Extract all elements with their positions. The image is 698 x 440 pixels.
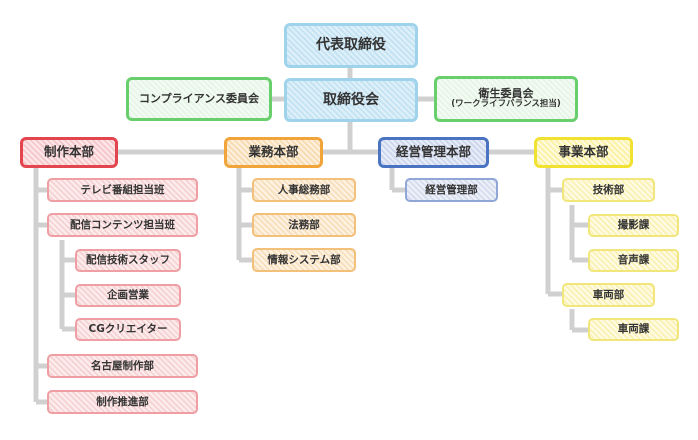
ceo-box: 代表取締役	[284, 23, 418, 68]
unit-cg-creator: CGクリエイター	[75, 318, 181, 341]
board-label: 取締役会	[323, 91, 379, 108]
dept-label: 技術部	[592, 183, 625, 196]
unit-planning-sales: 企画営業	[75, 284, 181, 307]
dept-label: テレビ番組担当班	[80, 183, 165, 196]
health-committee-box: 衛生委員会 (ワークライフバランス担当)	[434, 76, 578, 122]
dept-label: 人事総務部	[277, 183, 331, 196]
division-business-label: 業務本部	[248, 144, 299, 160]
division-business: 業務本部	[224, 137, 323, 168]
division-management-label: 経営管理本部	[395, 144, 471, 160]
dept-nagoya-production: 名古屋制作部	[47, 354, 198, 378]
dept-label: 車両部	[592, 288, 625, 301]
dept-label: 経営管理部	[425, 183, 478, 196]
dept-technology: 技術部	[562, 178, 655, 202]
dept-label: 制作推進部	[96, 395, 149, 408]
dept-label: 情報システム部	[267, 253, 341, 266]
section-label: 車両課	[617, 323, 650, 336]
dept-production-promotion: 制作推進部	[47, 390, 198, 414]
section-vehicle: 車両課	[588, 318, 679, 341]
dept-vehicle: 車両部	[562, 283, 655, 307]
division-operations: 事業本部	[534, 137, 633, 168]
dept-information-systems: 情報システム部	[252, 248, 356, 272]
compliance-committee-box: コンプライアンス委員会	[126, 77, 272, 121]
section-filming: 撮影課	[588, 214, 679, 237]
dept-label: 法務部	[288, 218, 320, 231]
dept-management: 経営管理部	[405, 178, 498, 202]
dept-tv-program-team: テレビ番組担当班	[47, 178, 198, 202]
dept-label: 配信コンテンツ担当班	[70, 218, 175, 231]
section-label: 撮影課	[617, 219, 650, 232]
dept-hr-general-affairs: 人事総務部	[252, 178, 356, 202]
unit-label: 企画営業	[107, 289, 149, 302]
division-production-label: 制作本部	[43, 144, 94, 160]
health-committee-sublabel: (ワークライフバランス担当)	[451, 99, 561, 110]
section-label: 音声課	[617, 254, 650, 267]
health-committee-label: 衛生委員会	[478, 86, 534, 100]
dept-label: 名古屋制作部	[91, 359, 154, 372]
division-operations-label: 事業本部	[558, 144, 609, 160]
dept-streaming-content-team: 配信コンテンツ担当班	[47, 213, 198, 237]
unit-streaming-tech-staff: 配信技術スタッフ	[75, 249, 181, 272]
dept-legal: 法務部	[252, 213, 356, 237]
division-production: 制作本部	[20, 137, 118, 168]
ceo-label: 代表取締役	[316, 37, 386, 54]
unit-label: 配信技術スタッフ	[86, 254, 170, 267]
unit-label: CGクリエイター	[88, 323, 168, 336]
division-management: 経営管理本部	[378, 137, 489, 168]
section-audio: 音声課	[588, 249, 679, 272]
board-box: 取締役会	[284, 78, 418, 122]
compliance-committee-label: コンプライアンス委員会	[138, 91, 259, 105]
